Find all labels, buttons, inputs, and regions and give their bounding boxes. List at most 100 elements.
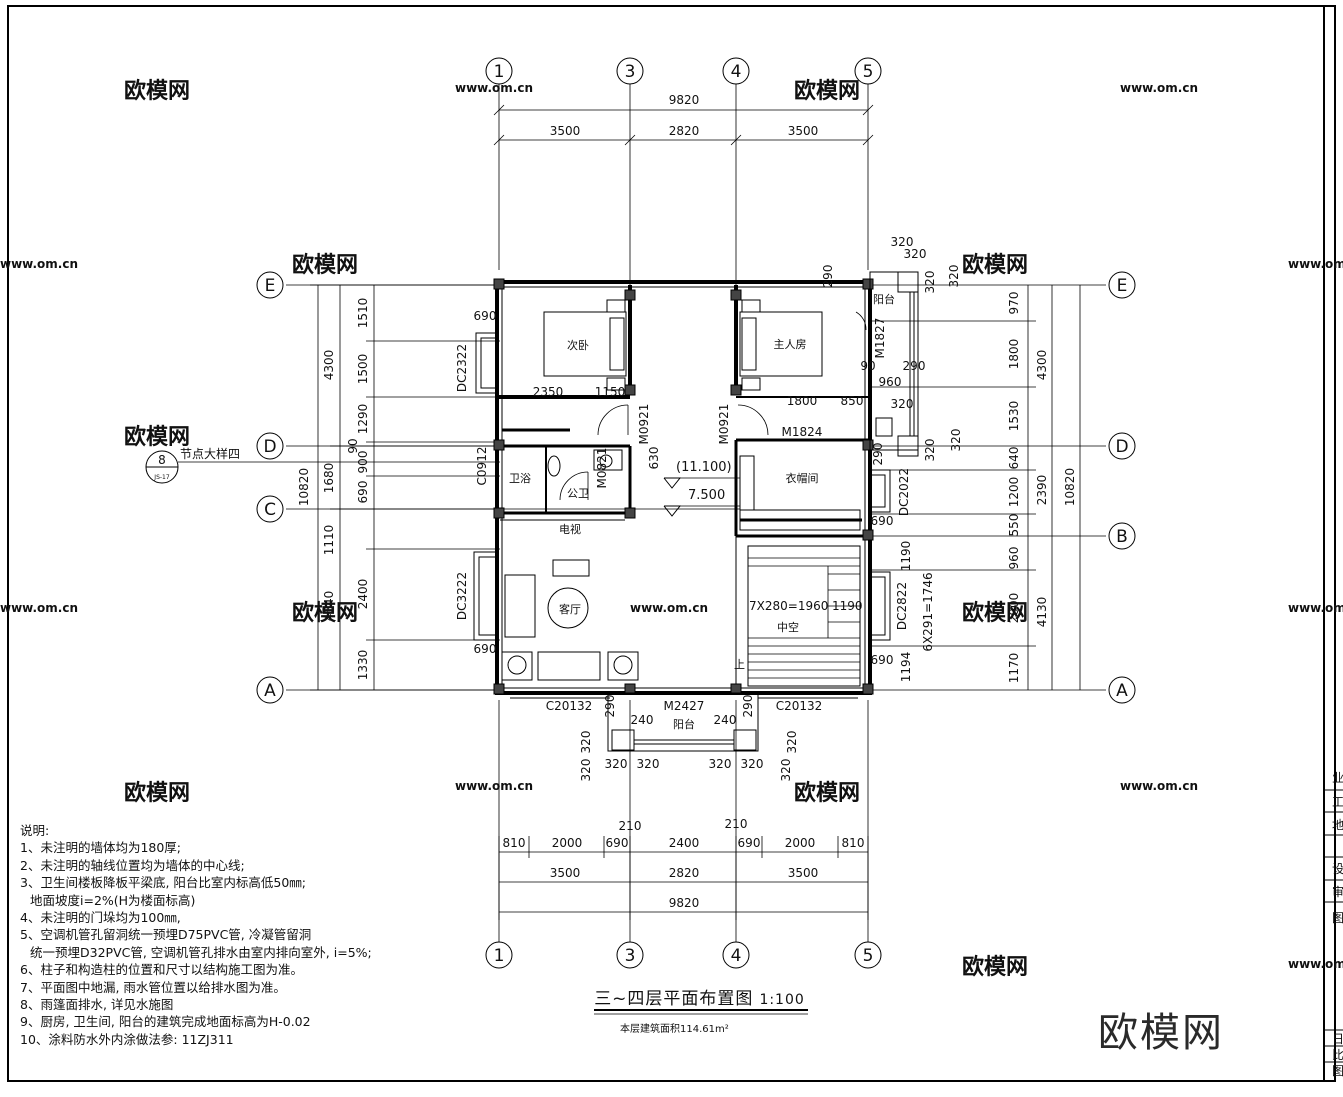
window-tag: DC2022 — [897, 468, 911, 516]
dim-320: 320 — [579, 759, 593, 782]
dim-bottom-detail: 810 — [503, 836, 526, 850]
dim-right-mid: 2390 — [1035, 475, 1049, 506]
door-tag: M0821 — [595, 448, 609, 489]
floor-area: 本层建筑面积114.61m² — [620, 1024, 729, 1035]
dim-label: 630 — [647, 447, 661, 470]
svg-text:www.om.cn: www.om.cn — [1288, 957, 1343, 971]
svg-text:欧模网: 欧模网 — [124, 780, 190, 806]
dim-right-inner: 640 — [1007, 447, 1021, 470]
elevation-value: (11.100) — [676, 460, 732, 475]
dim-right-inner: 970 — [1007, 292, 1021, 315]
svg-text:www.om.cn: www.om.cn — [0, 601, 78, 615]
svg-text:www.om.cn: www.om.cn — [1288, 601, 1343, 615]
axis-label-E-left: E — [265, 276, 276, 296]
window-tag: C20132 — [546, 699, 593, 713]
dim-bottom-part: 3500 — [550, 866, 581, 880]
dim-label: 1800 — [787, 394, 818, 408]
dim-label: 690 — [474, 642, 497, 656]
dim-left-mid: 1680 — [322, 463, 336, 494]
dim-320: 320 — [923, 271, 937, 294]
axis-label-3: 3 — [625, 62, 636, 82]
note-item: 6、柱子和构造柱的位置和尺寸以结构施工图为准。 — [20, 962, 303, 978]
svg-text:欧模网: 欧模网 — [794, 780, 860, 806]
stair-label: 1194 — [899, 652, 913, 683]
dim-bottom-detail: 690 — [606, 836, 629, 850]
dim-bottom-detail: 2000 — [785, 836, 816, 850]
elevation-marks: (11.100) 7.500 — [663, 460, 740, 517]
dim-bottom-detail: 690 — [738, 836, 761, 850]
titleblock-label: 工 — [1332, 795, 1343, 809]
detail-ref: JS-17 — [153, 474, 170, 481]
dim-top-part: 3500 — [788, 124, 819, 138]
drawing-title-text: 三~四层平面布置图 — [594, 989, 754, 1009]
dim-320: 320 — [949, 429, 963, 452]
note-item: 7、平面图中地漏, 雨水管位置以给排水图为准。 — [20, 979, 286, 995]
room-label-living: 客厅 — [559, 602, 581, 616]
dim-label: 290 — [603, 695, 617, 718]
door-tag: M2427 — [664, 699, 705, 713]
dim-left-inner: 1290 — [356, 404, 370, 435]
dim-right-mid: 4130 — [1035, 597, 1049, 628]
dim-320: 320 — [947, 265, 961, 288]
bottom-balcony — [607, 692, 759, 752]
dim-label: 90 — [860, 359, 875, 373]
note-item: 统一预埋D32PVC管, 空调机管孔排水由室内排向室外, i=5%; — [30, 944, 372, 960]
dim-right-outer: 10820 — [1063, 468, 1077, 506]
note-item: 5、空调机管孔留洞统一预埋D75PVC管, 冷凝管留洞 — [20, 927, 312, 943]
stair-label: 6X291=1746 — [921, 572, 935, 651]
room-label-bath: 卫浴 — [509, 472, 531, 485]
dim-right-mid: 4300 — [1035, 350, 1049, 381]
dim-label: 320 — [891, 397, 914, 411]
axis-label-5: 5 — [863, 62, 874, 82]
dim-right-inner: 1530 — [1007, 401, 1021, 432]
titleblock-label: 业 — [1332, 771, 1343, 785]
dim-label: 290 — [741, 695, 755, 718]
dim-right-inner: 1800 — [1007, 339, 1021, 370]
dim-label: 690 — [871, 653, 894, 667]
titleblock-label: 日 — [1332, 1032, 1343, 1046]
note-item: 8、雨篷面排水, 详见水施图 — [20, 997, 174, 1013]
dim-top-part: 2820 — [669, 124, 700, 138]
dim-left-mid: 1110 — [322, 525, 336, 556]
columns — [493, 278, 874, 695]
dim-bottom-detail: 810 — [842, 836, 865, 850]
room-label-bedroom2: 次卧 — [567, 338, 589, 352]
note-item: 3、卫生间楼板降板平梁底, 阳台比室内标高低50㎜; — [20, 875, 307, 891]
dim-bottom-detail: 2000 — [552, 836, 583, 850]
dim-320: 320 — [579, 731, 593, 754]
dim-left-inner: 2400 — [356, 579, 370, 610]
dim-320: 320 — [904, 247, 927, 261]
dim-320: 320 — [637, 757, 660, 771]
svg-text:欧模网: 欧模网 — [962, 600, 1028, 626]
walls — [495, 280, 872, 695]
general-notes: 说明: 1、未注明的墙体均为180厚; 2、未注明的轴线位置均为墙体的中心线; … — [20, 822, 580, 1048]
room-label-void: 中空 — [777, 620, 799, 634]
door-tag: M1827 — [873, 318, 887, 359]
dim-bottom-part: 2820 — [669, 866, 700, 880]
axis-label-D-right: D — [1115, 437, 1128, 457]
detail-number: 8 — [158, 453, 166, 467]
dim-right-inner: 1200 — [1007, 477, 1021, 508]
dim-label: 2350 — [533, 385, 564, 399]
door-tag: M0921 — [717, 404, 731, 445]
stair-label: 1190 — [899, 541, 913, 572]
titleblock-label: 图 — [1332, 911, 1343, 925]
dim-320: 320 — [779, 759, 793, 782]
axis-label-D-left: D — [263, 437, 276, 457]
svg-text:www.om.cn: www.om.cn — [1120, 81, 1198, 95]
dim-label: 690 — [474, 309, 497, 323]
axis-label-A-left: A — [264, 681, 276, 701]
stair-up-label: 上 — [734, 658, 745, 671]
windows — [473, 332, 891, 699]
dim-left-inner: 1330 — [356, 650, 370, 681]
dim-label: 960 — [879, 375, 902, 389]
stair-label: 7X280=1960 — [749, 599, 828, 613]
dim-right-inner: 1170 — [1007, 653, 1021, 684]
dim-320: 320 — [605, 757, 628, 771]
dim-left-outer: 10820 — [297, 468, 311, 506]
svg-text:欧模网: 欧模网 — [292, 600, 358, 626]
dim-label: 240 — [714, 713, 737, 727]
